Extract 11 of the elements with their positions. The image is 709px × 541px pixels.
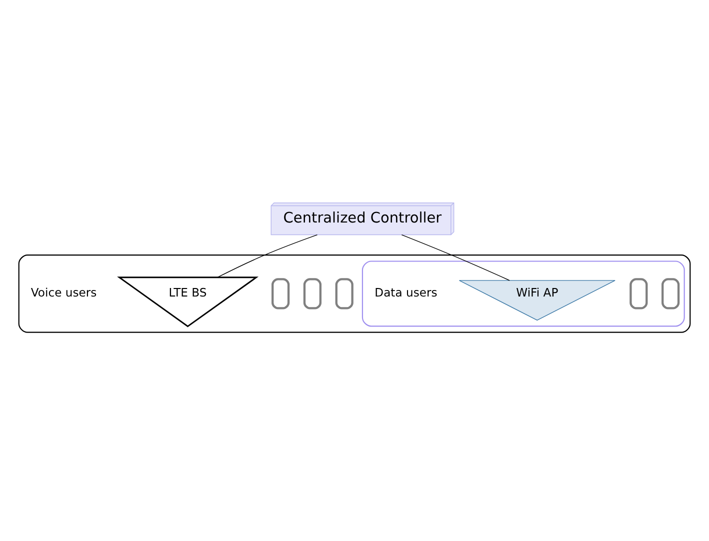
connector [401, 234, 510, 281]
node-phone [335, 278, 354, 310]
node-phone [272, 278, 290, 310]
label: Data users [374, 285, 438, 300]
connector [217, 234, 318, 278]
label: Voice users [30, 285, 97, 300]
cluster [18, 254, 691, 333]
cluster [362, 260, 685, 327]
node-phone [662, 278, 680, 310]
node-phone [303, 278, 322, 310]
node-phone [630, 278, 648, 310]
